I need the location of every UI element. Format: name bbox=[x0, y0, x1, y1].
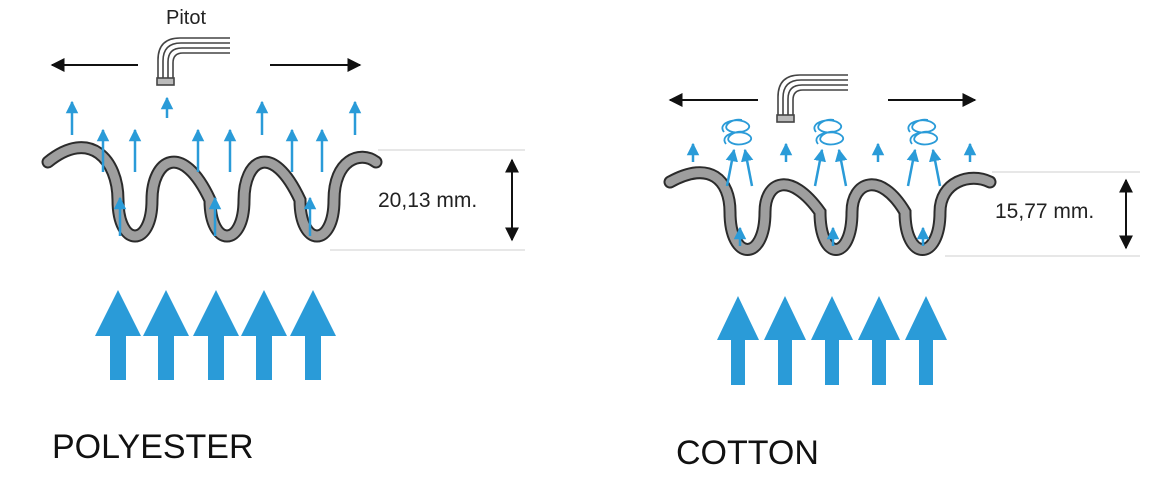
cotton-title: COTTON bbox=[676, 434, 819, 472]
cotton-height-dimension: 15,77 mm. bbox=[945, 171, 1140, 257]
polyester-title: POLYESTER bbox=[52, 428, 254, 466]
inflow-arrows bbox=[95, 290, 336, 380]
small-airflow-arrows bbox=[65, 96, 362, 236]
polyester-height-label: 20,13 mm. bbox=[378, 189, 477, 212]
polyester-height-dimension: 20,13 mm. bbox=[330, 149, 525, 251]
pitot-label: Pitot bbox=[166, 7, 206, 29]
cotton-height-label: 15,77 mm. bbox=[995, 200, 1094, 223]
cotton-panel: 15,77 mm. COTTON bbox=[663, 74, 1140, 472]
pitot-tube-icon bbox=[776, 74, 848, 123]
polyester-panel: Pitot bbox=[41, 7, 525, 466]
small-airflow-arrows bbox=[686, 142, 977, 246]
inflow-arrows bbox=[717, 296, 947, 385]
turbulence-swirl-icon bbox=[721, 118, 939, 146]
pitot-tube-icon bbox=[156, 37, 230, 86]
